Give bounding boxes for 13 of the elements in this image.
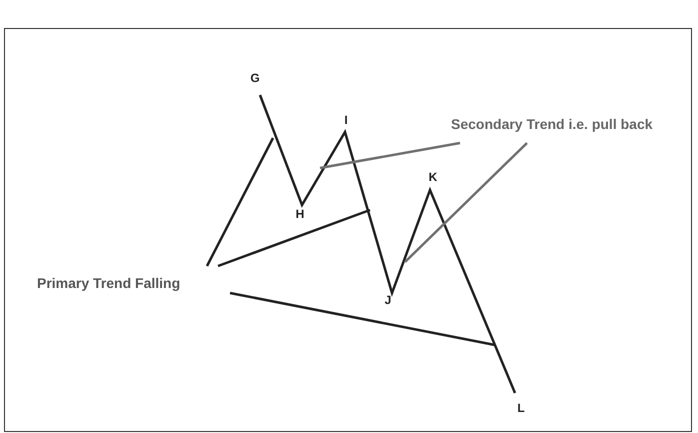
wave-point-letter: J bbox=[384, 293, 392, 307]
wave-point-letter: K bbox=[428, 170, 438, 184]
leader-line bbox=[230, 292, 496, 346]
wave-point-letter: G bbox=[250, 71, 260, 85]
wave-point-letter: H bbox=[296, 207, 304, 221]
leader-line bbox=[404, 142, 528, 263]
leader-line bbox=[206, 137, 274, 267]
wave-point-letter: I bbox=[344, 113, 348, 127]
leader-line bbox=[218, 208, 370, 268]
wave-point-letter: L bbox=[517, 401, 525, 415]
leader-line bbox=[320, 142, 460, 170]
trend-label: Secondary Trend i.e. pull back bbox=[451, 116, 653, 132]
trend-label: Primary Trend Falling bbox=[37, 275, 180, 291]
